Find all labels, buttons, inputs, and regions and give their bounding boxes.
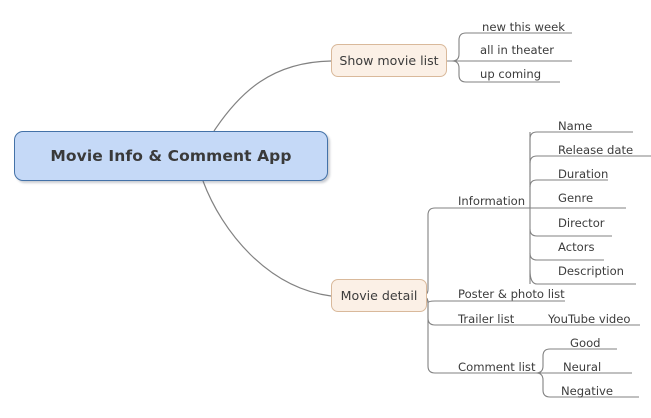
leaf-negative[interactable]: Negative (561, 384, 614, 398)
leaf-director[interactable]: Director (558, 216, 605, 230)
leaf-actors[interactable]: Actors (558, 240, 595, 254)
leaf-neural[interactable]: Neural (563, 360, 602, 374)
branch-node-show-movie-list[interactable]: Show movie list (331, 44, 447, 77)
leaf-youtube-video[interactable]: YouTube video (548, 312, 631, 326)
leaf-name[interactable]: Name (558, 119, 593, 133)
leaf-duration[interactable]: Duration (558, 167, 609, 181)
leaf-good[interactable]: Good (570, 336, 601, 350)
leaf-new-this-week[interactable]: new this week (482, 20, 565, 34)
branch-label: Show movie list (339, 53, 439, 68)
subbranch-information[interactable]: Information (458, 194, 526, 208)
subbranch-trailer-list[interactable]: Trailer list (458, 312, 515, 326)
branch-label: Movie detail (340, 288, 418, 303)
leaf-description[interactable]: Description (558, 264, 625, 278)
subbranch-comment-list[interactable]: Comment list (458, 360, 536, 374)
leaf-release-date[interactable]: Release date (558, 143, 634, 157)
leaf-genre[interactable]: Genre (558, 191, 594, 205)
leaf-up-coming[interactable]: up coming (480, 67, 542, 81)
root-node[interactable]: Movie Info & Comment App (14, 131, 328, 181)
leaf-all-in-theater[interactable]: all in theater (480, 43, 555, 57)
branch-node-movie-detail[interactable]: Movie detail (331, 279, 427, 312)
root-node-label: Movie Info & Comment App (50, 147, 292, 165)
subbranch-poster-photo-list[interactable]: Poster & photo list (458, 287, 565, 301)
